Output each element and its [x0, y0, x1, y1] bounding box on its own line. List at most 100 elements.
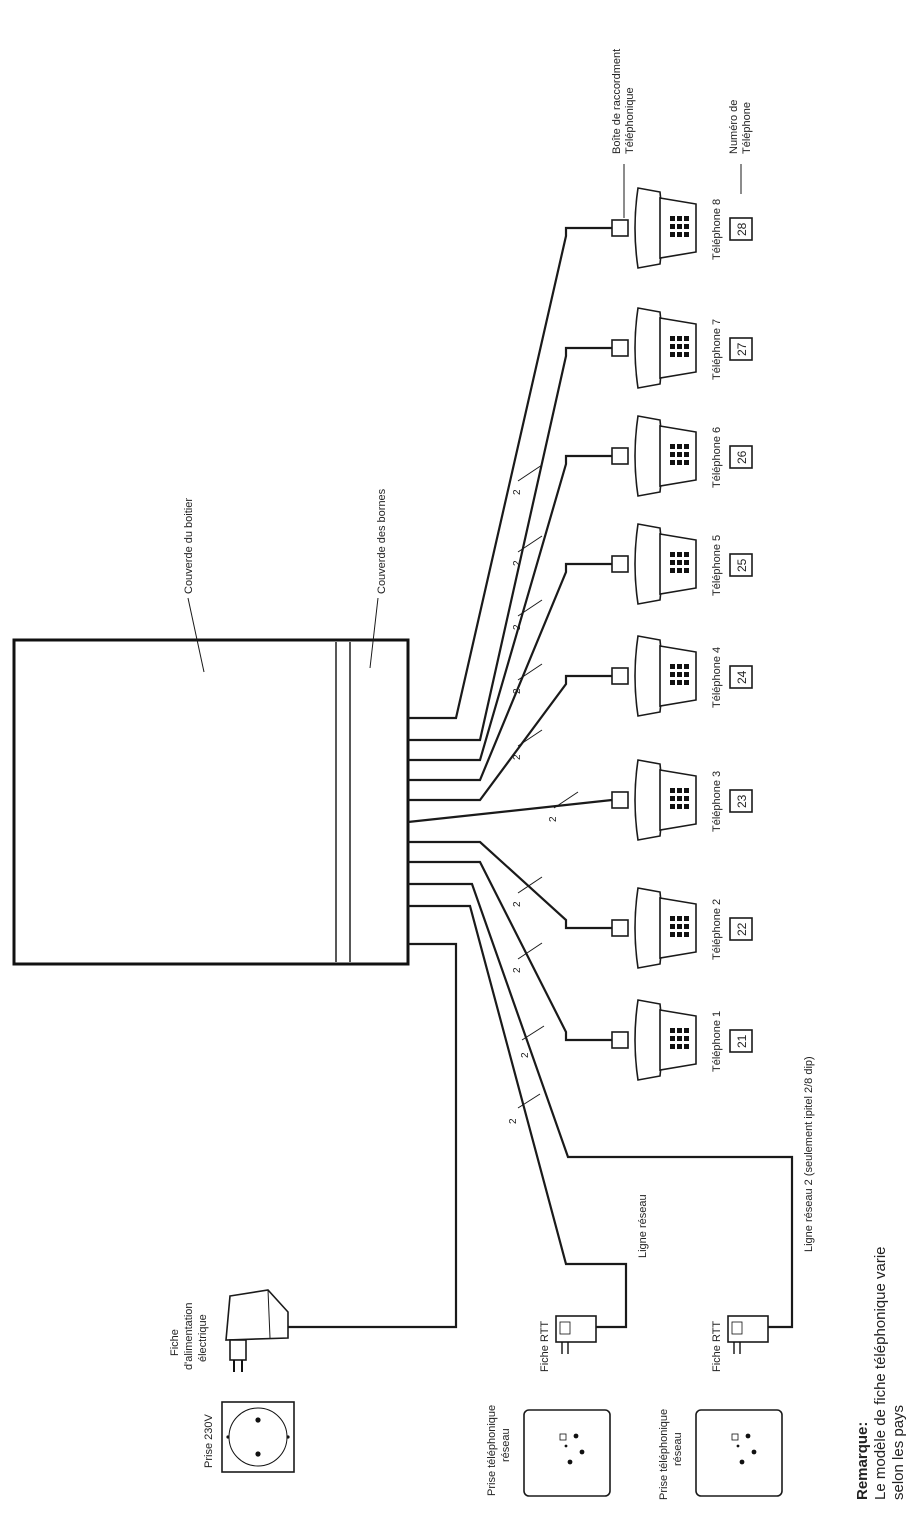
phone-number: 27: [735, 342, 749, 356]
telephone-icon: [634, 999, 697, 1081]
wire-count-label: 2: [548, 816, 559, 822]
wire-count-marker: [517, 464, 543, 482]
phone-name: Téléphone 7: [711, 319, 723, 380]
phone-number-box: [729, 445, 753, 469]
phone-number: 21: [735, 1034, 749, 1048]
remark-title: Remarque:: [854, 1422, 871, 1500]
remark-line1: Le modèle de fiche téléphonique varie: [872, 1246, 889, 1500]
junction-box: [611, 919, 629, 937]
phone-number: 22: [735, 922, 749, 936]
phone-extension-2: 2 Téléphone 2 22: [408, 840, 753, 969]
phone-number: 28: [735, 222, 749, 236]
boitier-leader: [187, 597, 205, 673]
wire-count-marker: [517, 942, 543, 960]
power-adapter-icon: [225, 1289, 289, 1372]
phone-number: 23: [735, 794, 749, 808]
label-couverde-bornes: Couverde des bornes: [376, 488, 388, 594]
phone-number: 26: [735, 450, 749, 464]
label-ligne-reseau: Ligne réseau: [637, 1194, 649, 1258]
phone-number-box: [729, 337, 753, 361]
rtt-plug-2-icon: [727, 1315, 769, 1354]
phone-number: 25: [735, 558, 749, 572]
label-couverde-boitier: Couverde du boitier: [183, 498, 195, 594]
phone-name: Téléphone 8: [711, 199, 723, 260]
phone-cable: [408, 346, 612, 742]
wire-count-label: 2: [512, 754, 523, 760]
wire-count-label: 2: [512, 560, 523, 566]
junction-box: [611, 447, 629, 465]
phone-extension-4: 2 Téléphone 4 24: [408, 635, 753, 802]
phone-number-box: [729, 217, 753, 241]
wire-count-marker: [517, 535, 543, 553]
telephone-icon: [634, 307, 697, 389]
phone-extension-6: 2 Téléphone 6 26: [408, 415, 753, 762]
phone-number-box: [729, 553, 753, 577]
wire-count-label: 2: [512, 624, 523, 630]
wire-count-marker: [517, 876, 543, 894]
phone-name: Téléphone 6: [711, 427, 723, 488]
wire-count-label: 2: [512, 901, 523, 907]
phone-name: Téléphone 3: [711, 771, 723, 832]
phone-number-box: [729, 665, 753, 689]
telephone-icon: [634, 887, 697, 969]
junction-box: [611, 791, 629, 809]
label-fiche-rtt: Fiche RTT: [539, 1321, 551, 1372]
label-fiche-rtt-2: Fiche RTT: [711, 1321, 723, 1372]
junction-box: [611, 339, 629, 357]
telephone-icon: [634, 415, 697, 497]
rtt-plug-icon: [555, 1315, 597, 1354]
line-reseau-cable: [408, 904, 628, 1329]
phone-cable: [408, 860, 612, 1042]
remark-line2: selon les pays: [890, 1405, 907, 1500]
label-prise-tel-line2: réseau: [500, 1428, 512, 1462]
phone-extension-8: 2 Téléphone 8 28: [408, 187, 753, 720]
label-fiche-alim-line1: Fiche: [169, 1329, 181, 1356]
phone-number: 24: [735, 670, 749, 684]
label-numero-line2: Téléphone: [741, 102, 753, 154]
wire-count-marker: [517, 663, 543, 681]
label-prise-tel-2-line2: réseau: [672, 1432, 684, 1466]
phone-name: Téléphone 4: [711, 647, 723, 708]
phone-extension-3: 2 Téléphone 3 23: [407, 759, 753, 841]
phone-number-box: [729, 1029, 753, 1053]
telephone-icon: [634, 187, 697, 269]
phone-cable: [408, 674, 612, 802]
wire-count-markers-network: 2 2: [508, 1025, 545, 1124]
pbx-box: [12, 638, 410, 966]
phone-cable: [408, 454, 612, 762]
power-cable: [288, 942, 458, 1329]
label-prise-tel-2-line1: Prise téléphonique: [658, 1409, 670, 1500]
label-boite-line1: Boîte de raccordment: [611, 49, 623, 154]
telephone-icon: [634, 635, 697, 717]
phone-name: Téléphone 2: [711, 899, 723, 960]
svg-text:2: 2: [508, 1118, 519, 1124]
junction-box: [611, 1031, 629, 1049]
phone-name: Téléphone 1: [711, 1011, 723, 1072]
phone-wall-socket-2-icon: [695, 1409, 783, 1497]
bornes-leader: [369, 597, 379, 669]
wire-count-label: 2: [512, 688, 523, 694]
junction-box: [611, 555, 629, 573]
phone-cable: [408, 840, 612, 930]
phone-cable: [408, 562, 612, 782]
label-fiche-alim-line3: électrique: [197, 1314, 209, 1362]
phone-number-box: [729, 789, 753, 813]
junction-box: [611, 219, 629, 237]
label-ligne-reseau-2: Ligne réseau 2 (seulement ipitel 2/8 dip…: [803, 1056, 815, 1252]
label-boite-line2: Téléphonique: [624, 87, 636, 154]
phone-wall-socket-icon: [523, 1409, 611, 1497]
wire-count-label: 2: [512, 967, 523, 973]
telephone-icon: [634, 523, 697, 605]
phone-cable: [407, 798, 613, 824]
wire-count-marker: [517, 729, 543, 747]
power-socket-icon: [221, 1401, 295, 1473]
label-numero-line1: Numéro de: [728, 100, 740, 154]
label-fiche-alim-line2: d'alimentation: [183, 1302, 195, 1370]
wire-count-marker: [517, 599, 543, 617]
label-prise-tel-line1: Prise téléphonique: [486, 1405, 498, 1496]
wire-count-label: 2: [512, 489, 523, 495]
line-reseau-2-cable: [408, 882, 794, 1329]
